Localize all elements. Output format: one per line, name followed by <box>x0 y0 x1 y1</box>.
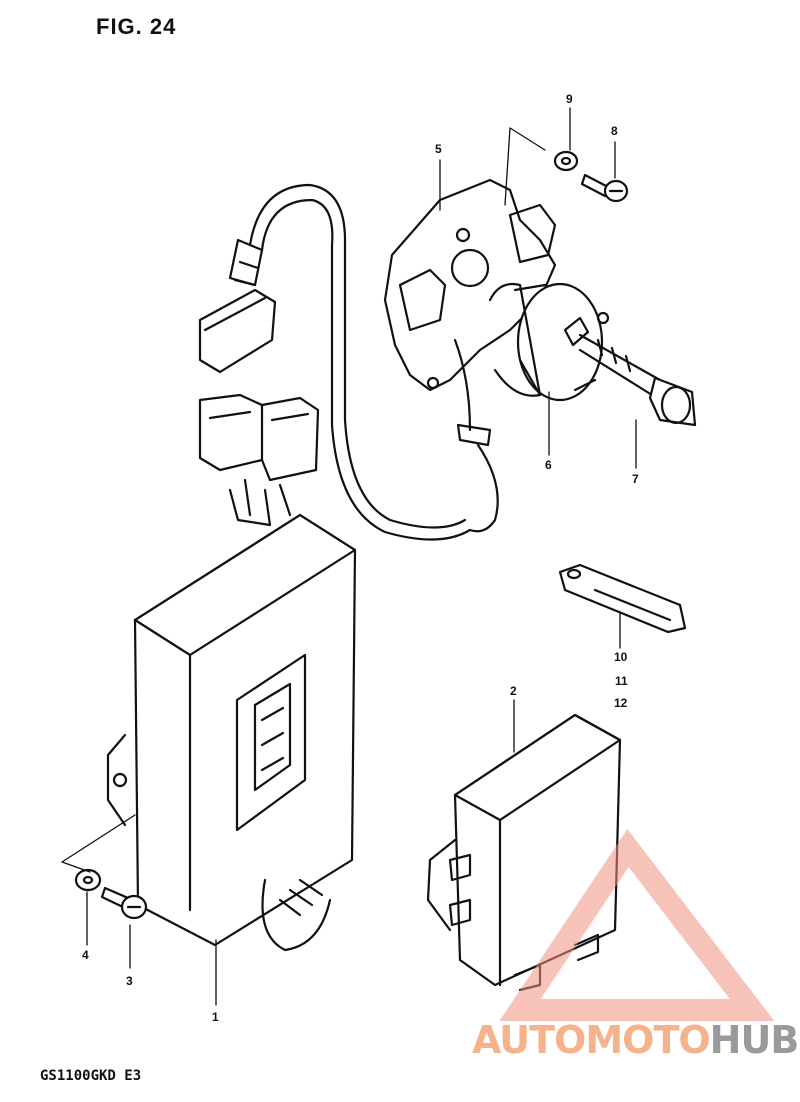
armature-disc <box>488 282 610 402</box>
figure-title: FIG. 24 <box>96 14 177 39</box>
wire-harness <box>198 183 472 541</box>
callout-7: 7 <box>632 472 639 486</box>
callout-12: 12 <box>614 696 628 710</box>
control-unit-large <box>106 513 357 952</box>
callout-9: 9 <box>566 92 573 106</box>
control-unit-small <box>426 713 622 992</box>
callout-3: 3 <box>126 974 133 988</box>
watermark-text: AUTOMOTOHUB <box>472 1018 800 1062</box>
leader-lines <box>61 107 637 1006</box>
callout-4: 4 <box>82 948 89 962</box>
bolt <box>563 316 697 427</box>
clamp-plate <box>558 563 687 634</box>
watermark-logo <box>499 829 775 1021</box>
callout-11: 11 <box>615 674 628 688</box>
callout-8: 8 <box>611 124 618 138</box>
base-plate <box>383 178 557 533</box>
callout-1: 1 <box>212 1010 219 1024</box>
screw-washer-lower <box>74 868 148 920</box>
screw-washer-upper <box>553 150 629 203</box>
callout-5: 5 <box>435 142 442 156</box>
watermark-part1: AUTOMOTO <box>472 1018 711 1062</box>
callout-2: 2 <box>510 684 517 698</box>
model-code: GS1100GKD E3 <box>40 1068 142 1084</box>
watermark-part2: HUB <box>709 1018 800 1062</box>
callout-6: 6 <box>545 458 552 472</box>
callout-10: 10 <box>614 650 628 664</box>
